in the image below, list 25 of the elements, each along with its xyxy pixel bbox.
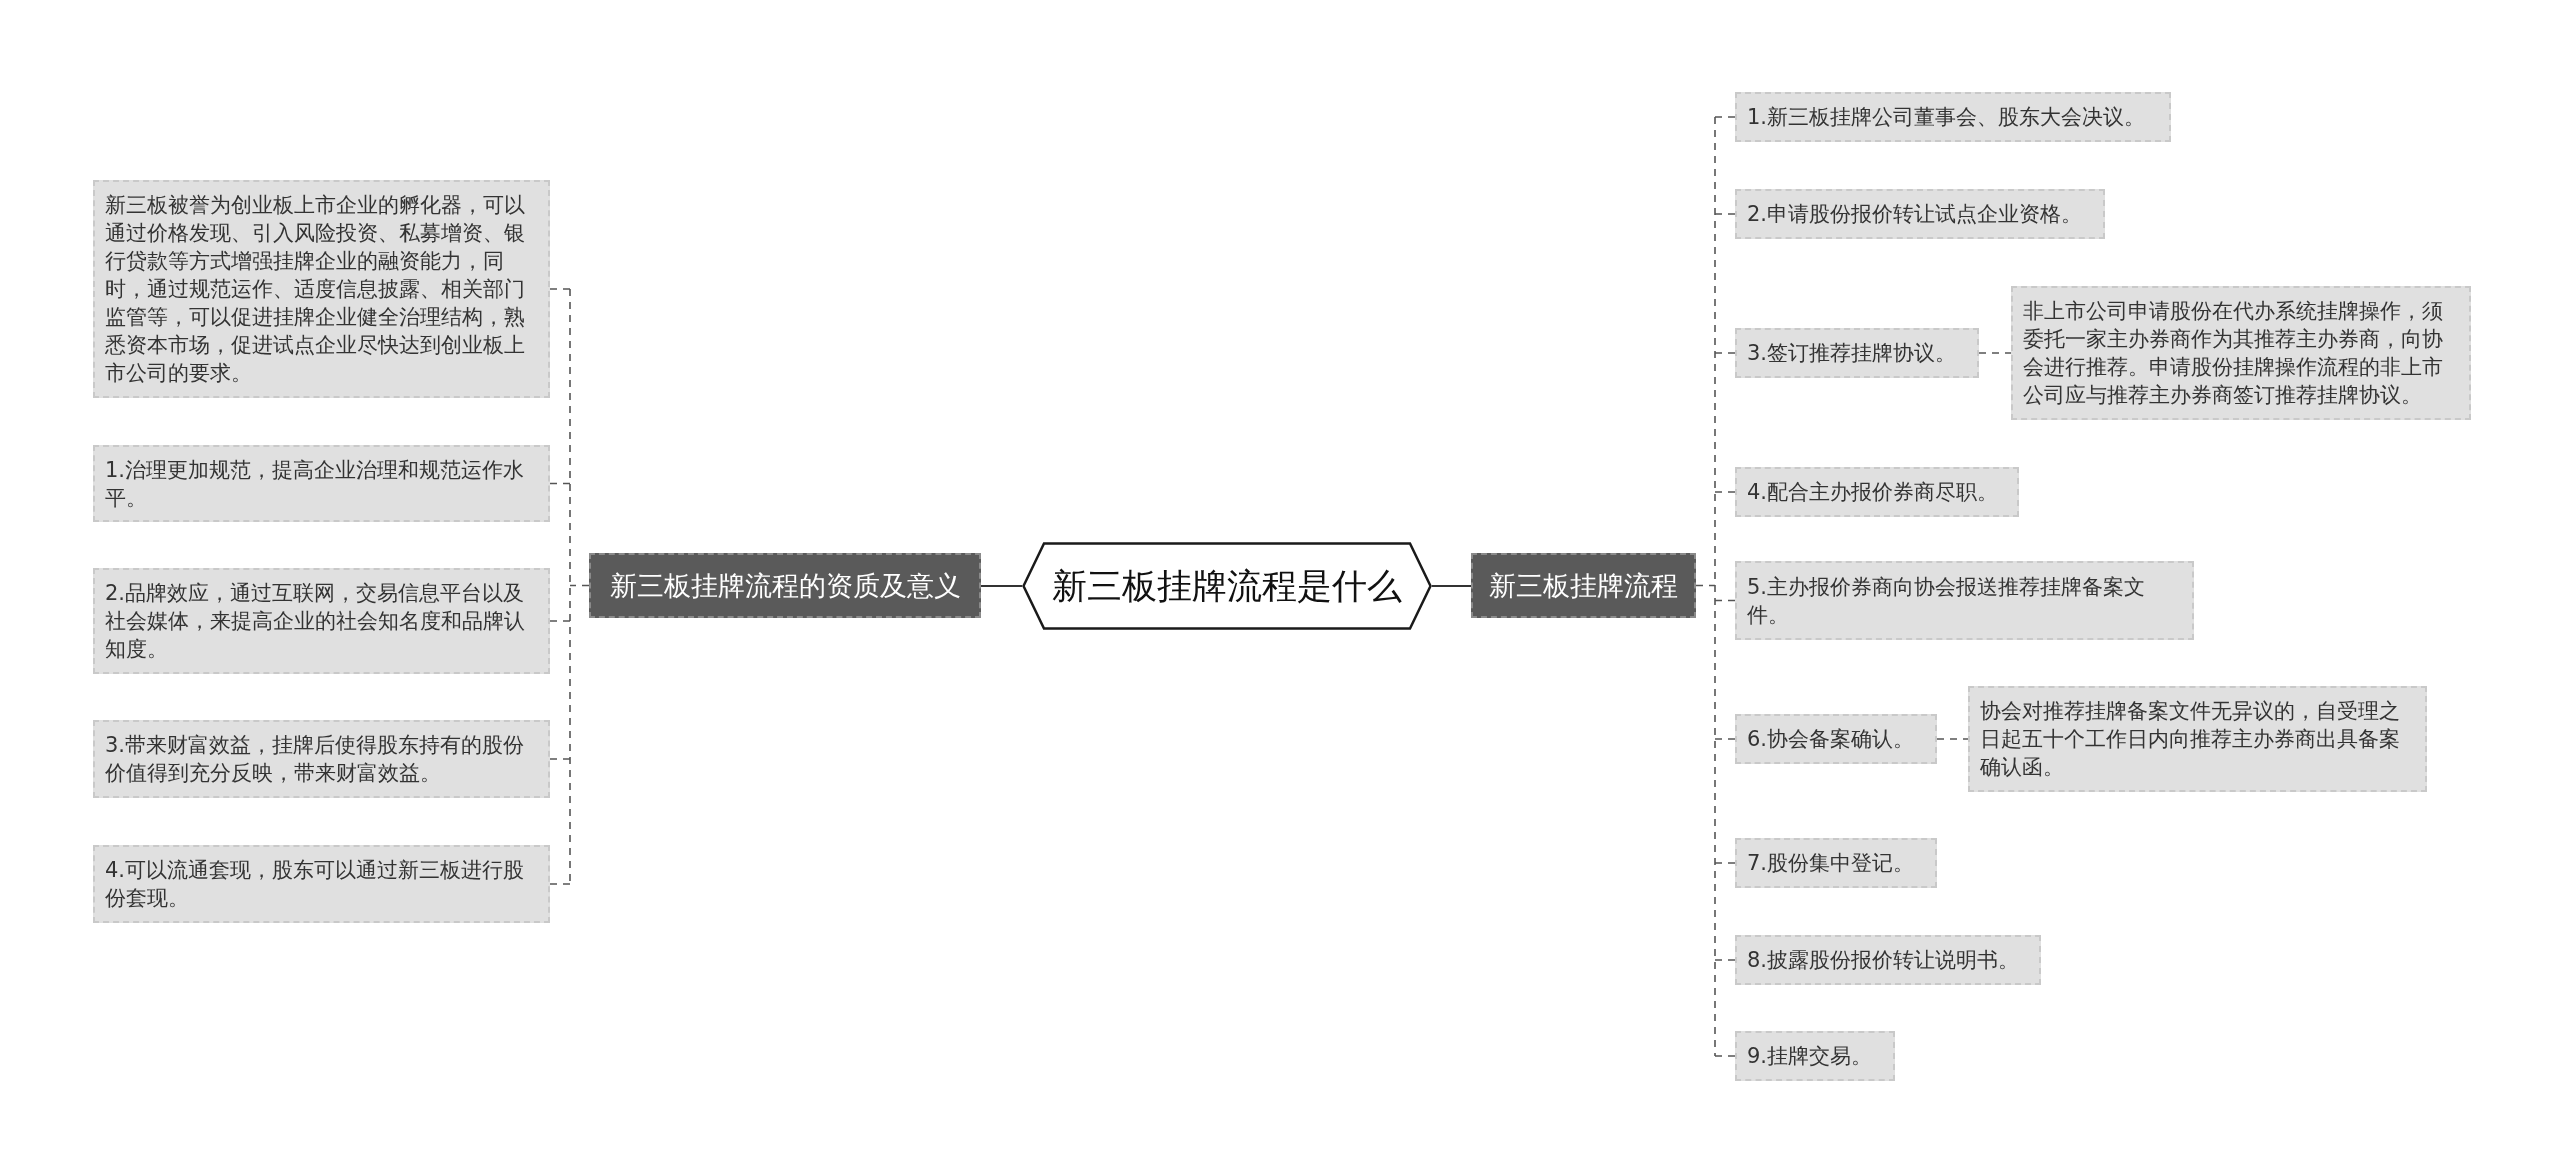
topic-box: 非上市公司申请股份在代办系统挂牌操作，须委托一家主办券商作为其推荐主办券商，向协会进行推荐。申请股份挂牌操作流程的非上市公司应与推荐主办券商签订推荐挂牌协议。: [2011, 286, 2471, 420]
topic-box: 7.股份集中登记。: [1735, 838, 1937, 888]
topic-box: 6.协会备案确认。: [1735, 714, 1937, 764]
topic-box: 4.配合主办报价券商尽职。: [1735, 467, 2019, 517]
topic-box: 3.签订推荐挂牌协议。: [1735, 328, 1979, 378]
connector-line: [1978, 352, 2012, 354]
connector-line: [981, 584, 1022, 588]
branch-topic: 新三板挂牌流程: [1471, 553, 1696, 618]
connector-line: [1695, 116, 1736, 1057]
topic-box: 8.披露股份报价转让说明书。: [1735, 935, 2041, 985]
topic-box: 4.可以流通套现，股东可以通过新三板进行股份套现。: [93, 845, 550, 923]
connector-line: [1432, 584, 1471, 588]
connector-line: [1936, 738, 1969, 740]
topic-box: 5.主办报价券商向协会报送推荐挂牌备案文件。: [1735, 561, 2194, 640]
topic-box: 新三板被誉为创业板上市企业的孵化器，可以通过价格发现、引入风险投资、私募增资、银行贷款等方式增强挂牌企业的融资能力，同时，通过规范运作、适度信息披露、相关部门监管等，可以促进挂牌企业健全治理结构，熟悉资本市场，促进试点企业尽快达到创业板上市公司的要求。: [93, 180, 550, 398]
connector-line: [549, 288, 590, 885]
topic-box: 1.治理更加规范，提高企业治理和规范运作水平。: [93, 445, 550, 522]
branch-topic: 新三板挂牌流程的资质及意义: [589, 553, 981, 618]
topic-box: 9.挂牌交易。: [1735, 1031, 1895, 1081]
topic-box: 2.申请股份报价转让试点企业资格。: [1735, 189, 2105, 239]
topic-box: 3.带来财富效益，挂牌后使得股东持有的股份价值得到充分反映，带来财富效益。: [93, 720, 550, 798]
central-topic: 新三板挂牌流程是什么: [1022, 542, 1432, 630]
topic-box: 协会对推荐挂牌备案文件无异议的，自受理之日起五十个工作日内向推荐主办券商出具备案确认函。: [1968, 686, 2427, 792]
topic-box: 2.品牌效应，通过互联网，交易信息平台以及社会媒体，来提高企业的社会知名度和品牌认知度。: [93, 568, 550, 674]
topic-box: 1.新三板挂牌公司董事会、股东大会决议。: [1735, 92, 2171, 142]
